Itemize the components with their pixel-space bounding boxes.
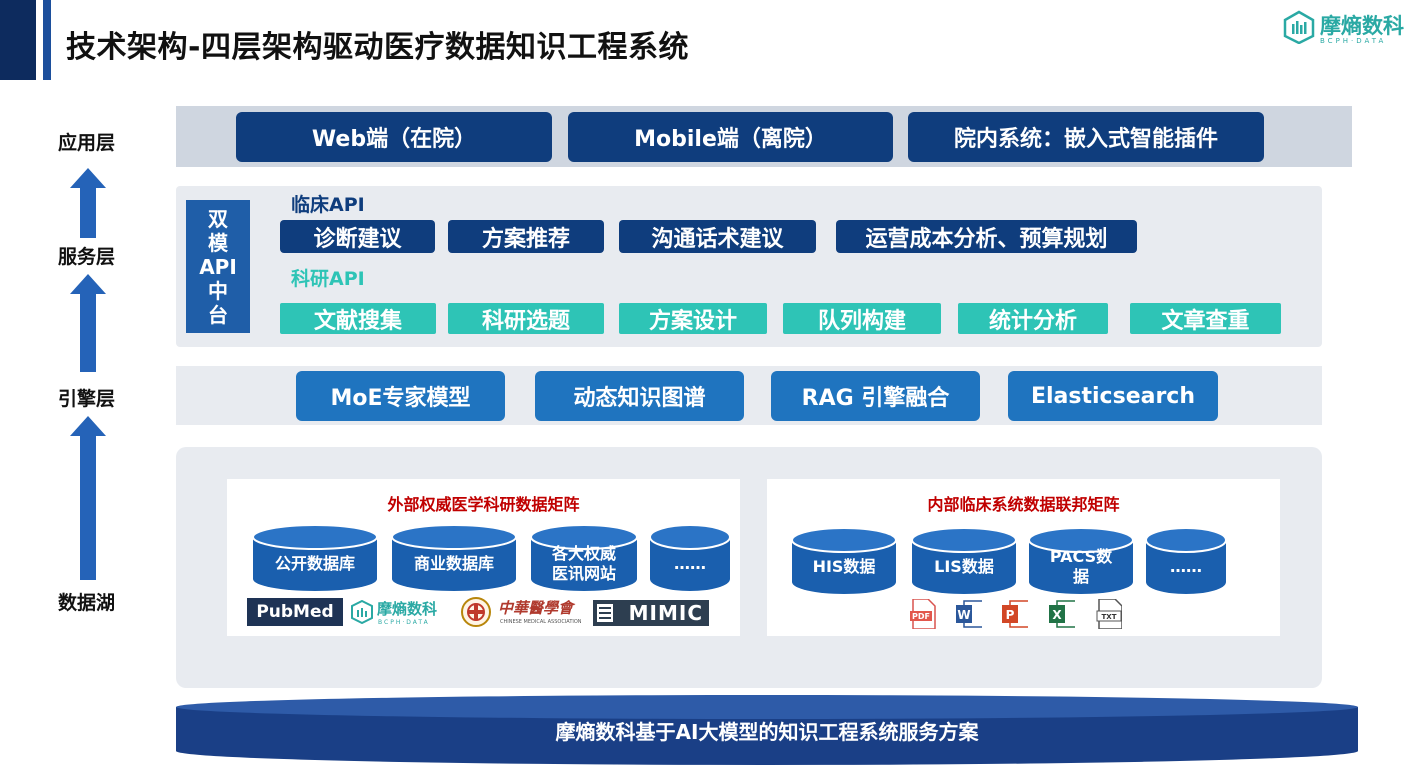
arrow-up-icon bbox=[70, 274, 106, 372]
platform-base-shape bbox=[176, 695, 1358, 765]
layer-label-engine: 引擎层 bbox=[58, 388, 116, 410]
moxi-logo: 摩熵数科 BCPH·DATA bbox=[351, 598, 454, 628]
hub-char: 台 bbox=[208, 302, 228, 327]
powerpoint-label: P bbox=[1006, 608, 1015, 622]
research-api-title: 科研API bbox=[291, 268, 365, 290]
clinical-api-item: 沟通话术建议 bbox=[619, 220, 816, 253]
layer-label-lake: 数据湖 bbox=[58, 592, 116, 614]
database-label: 商业数据库 bbox=[413, 554, 494, 573]
footer-caption: 摩熵数科基于AI大模型的知识工程系统服务方案 bbox=[555, 720, 979, 744]
database-label: …… bbox=[674, 554, 706, 573]
txt-label: TXT bbox=[1102, 613, 1117, 621]
database-icon: LIS数据 bbox=[912, 528, 1016, 594]
dual-mode-api-hub: 双 模 API 中 台 bbox=[186, 200, 250, 333]
company-logo-icon bbox=[351, 600, 373, 624]
database-label: HIS数据 bbox=[812, 557, 876, 576]
web-client-box: Web端（在院） bbox=[236, 112, 552, 162]
research-api-item: 科研选题 bbox=[448, 303, 604, 334]
arrow-up-icon bbox=[70, 416, 106, 580]
pubmed-logo: PubMed bbox=[247, 598, 343, 626]
research-api-item: 文献搜集 bbox=[280, 303, 436, 334]
hub-char: 模 bbox=[208, 230, 228, 255]
database-label: PACS数据 bbox=[1049, 547, 1113, 586]
mobile-client-box: Mobile端（离院） bbox=[568, 112, 893, 162]
powerpoint-icon: P bbox=[1002, 600, 1028, 628]
database-label: …… bbox=[1170, 557, 1202, 576]
arrow-up-icon bbox=[70, 168, 106, 238]
database-icon: 各大权威医讯网站 bbox=[531, 525, 637, 591]
research-api-item: 方案设计 bbox=[619, 303, 767, 334]
moxi-logo-sub: BCPH·DATA bbox=[378, 619, 430, 626]
word-icon: W bbox=[956, 600, 982, 628]
clinical-api-item: 方案推荐 bbox=[448, 220, 604, 253]
database-label: LIS数据 bbox=[934, 557, 994, 576]
database-icon: 公开数据库 bbox=[253, 525, 377, 591]
research-api-item: 统计分析 bbox=[958, 303, 1108, 334]
txt-icon: TXT bbox=[1096, 599, 1122, 629]
layer-label-service: 服务层 bbox=[58, 246, 116, 268]
engine-item: RAG 引擎融合 bbox=[771, 371, 980, 421]
page-title: 技术架构-四层架构驱动医疗数据知识工程系统 bbox=[66, 30, 689, 65]
cma-logo-name: 中華醫學會 bbox=[498, 599, 574, 617]
database-icon: PACS数据 bbox=[1029, 528, 1133, 594]
company-logo-icon bbox=[1283, 10, 1315, 44]
word-label: W bbox=[957, 608, 970, 622]
company-logo-name: 摩熵数科 bbox=[1320, 14, 1404, 38]
external-data-title: 外部权威医学科研数据矩阵 bbox=[387, 495, 580, 514]
research-api-item: 队列构建 bbox=[783, 303, 941, 334]
clinical-api-item: 运营成本分析、预算规划 bbox=[836, 220, 1137, 253]
layer-label-app: 应用层 bbox=[58, 132, 116, 154]
mimic-logo-text: MIMIC bbox=[628, 601, 703, 625]
pdf-icon: PDF bbox=[910, 599, 936, 629]
cma-logo-sub: CHINESE MEDICAL ASSOCIATION bbox=[500, 619, 582, 625]
moxi-logo-name: 摩熵数科 bbox=[377, 600, 438, 618]
database-label: 公开数据库 bbox=[274, 554, 355, 573]
research-api-item: 文章查重 bbox=[1130, 303, 1281, 334]
excel-label: X bbox=[1052, 608, 1062, 622]
database-icon: HIS数据 bbox=[792, 528, 896, 594]
pdf-label: PDF bbox=[912, 612, 930, 621]
mimic-list-icon bbox=[597, 604, 613, 622]
database-icon: …… bbox=[650, 525, 730, 591]
database-icon: 商业数据库 bbox=[392, 525, 516, 591]
clinical-api-item: 诊断建议 bbox=[280, 220, 435, 253]
engine-item: MoE专家模型 bbox=[296, 371, 505, 421]
hub-char: 中 bbox=[208, 278, 228, 303]
company-logo-sub: BCPH·DATA bbox=[1320, 37, 1387, 45]
engine-item: Elasticsearch bbox=[1008, 371, 1218, 421]
database-label: 各大权威医讯网站 bbox=[551, 544, 616, 583]
cma-emblem-icon bbox=[461, 597, 491, 627]
embedded-plugin-box: 院内系统：嵌入式智能插件 bbox=[908, 112, 1264, 162]
hub-char: API bbox=[199, 254, 237, 279]
hub-char: 双 bbox=[208, 206, 228, 231]
excel-icon: X bbox=[1049, 600, 1075, 628]
internal-data-title: 内部临床系统数据联邦矩阵 bbox=[927, 495, 1120, 514]
engine-item: 动态知识图谱 bbox=[535, 371, 744, 421]
clinical-api-title: 临床API bbox=[291, 194, 365, 216]
title-accent-bar-thin bbox=[43, 0, 51, 80]
mimic-logo: MIMIC bbox=[593, 600, 709, 626]
title-accent-bar bbox=[0, 0, 36, 80]
cma-logo: 中華醫學會 CHINESE MEDICAL ASSOCIATION bbox=[460, 596, 582, 628]
database-icon: …… bbox=[1146, 528, 1226, 594]
